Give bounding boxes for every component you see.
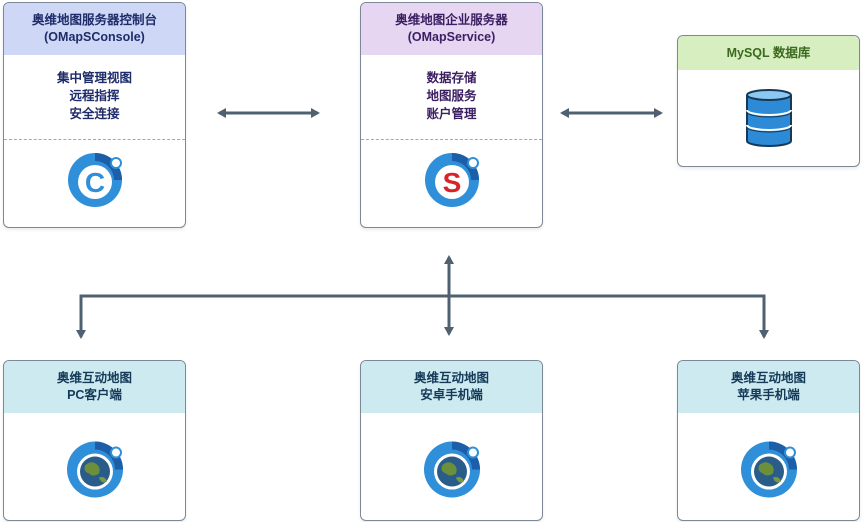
service-logo-area: S bbox=[361, 140, 542, 220]
console-logo-letter: C bbox=[84, 167, 104, 198]
console-logo-area: C bbox=[4, 140, 185, 220]
client-title: 奥维互动地图 bbox=[56, 371, 132, 385]
client-box-ios: 奥维互动地图 苹果手机端 bbox=[677, 360, 860, 521]
client-subtitle: 安卓手机端 bbox=[420, 388, 483, 402]
console-box: 奥维地图服务器控制台 (OMapSConsole) 集中管理视图 远程指挥 安全… bbox=[3, 2, 186, 228]
database-icon bbox=[745, 89, 792, 147]
console-subtitle: (OMapSConsole) bbox=[44, 30, 145, 44]
console-header: 奥维地图服务器控制台 (OMapSConsole) bbox=[4, 3, 185, 55]
service-feature: 账户管理 bbox=[426, 107, 477, 121]
service-feature: 数据存储 bbox=[426, 71, 477, 85]
omap-globe-logo-icon bbox=[66, 441, 123, 498]
client-subtitle: 苹果手机端 bbox=[737, 388, 800, 402]
service-header: 奥维地图企业服务器 (OMapService) bbox=[361, 3, 542, 55]
service-features: 数据存储 地图服务 账户管理 bbox=[361, 55, 542, 139]
service-title: 奥维地图企业服务器 bbox=[395, 13, 508, 27]
client-logo-area bbox=[678, 413, 859, 520]
client-box-pc: 奥维互动地图 PC客户端 bbox=[3, 360, 186, 521]
client-box-android: 奥维互动地图 安卓手机端 bbox=[360, 360, 543, 521]
client-subtitle: PC客户端 bbox=[67, 388, 122, 402]
mysql-icon-area bbox=[678, 70, 859, 166]
client-title: 奥维互动地图 bbox=[413, 371, 489, 385]
dashed-divider bbox=[4, 139, 185, 140]
console-feature: 集中管理视图 bbox=[56, 71, 132, 85]
console-feature: 安全连接 bbox=[69, 107, 120, 121]
service-logo-letter: S bbox=[442, 167, 461, 198]
console-title: 奥维地图服务器控制台 bbox=[31, 13, 157, 27]
omap-service-logo-icon: S bbox=[424, 153, 479, 207]
omap-console-logo-icon: C bbox=[67, 153, 122, 207]
mysql-header: MySQL 数据库 bbox=[678, 36, 859, 70]
client-bus-line bbox=[79, 294, 766, 336]
console-features: 集中管理视图 远程指挥 安全连接 bbox=[4, 55, 185, 139]
omap-globe-logo-icon bbox=[740, 441, 797, 498]
service-subtitle: (OMapService) bbox=[407, 30, 496, 44]
client-header: 奥维互动地图 安卓手机端 bbox=[361, 361, 542, 413]
mysql-title: MySQL 数据库 bbox=[726, 45, 811, 60]
service-box: 奥维地图企业服务器 (OMapService) 数据存储 地图服务 账户管理 S bbox=[360, 2, 543, 228]
console-feature: 远程指挥 bbox=[69, 89, 120, 103]
client-logo-area bbox=[4, 413, 185, 520]
client-logo-area bbox=[361, 413, 542, 520]
client-title: 奥维互动地图 bbox=[730, 371, 806, 385]
mysql-box: MySQL 数据库 bbox=[677, 35, 860, 167]
omap-globe-logo-icon bbox=[423, 441, 480, 498]
service-feature: 地图服务 bbox=[426, 89, 477, 103]
client-header: 奥维互动地图 PC客户端 bbox=[4, 361, 185, 413]
client-header: 奥维互动地图 苹果手机端 bbox=[678, 361, 859, 413]
dashed-divider bbox=[361, 139, 542, 140]
